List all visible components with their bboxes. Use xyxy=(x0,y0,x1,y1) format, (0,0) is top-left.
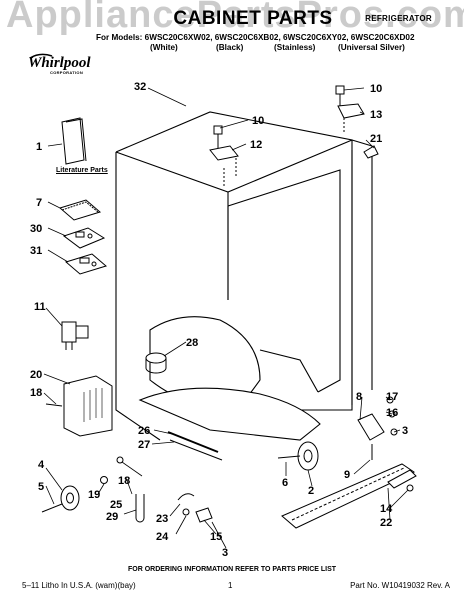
models-line: For Models: 6WSC20C6XW02, 6WSC20C6XB02, … xyxy=(96,33,415,42)
callout-5: 5 xyxy=(38,481,44,493)
part-11-valve-icon xyxy=(61,321,89,350)
callout-30: 30 xyxy=(30,223,42,235)
variant-universal-silver: (Universal Silver) xyxy=(338,43,405,52)
clip-21-icon xyxy=(363,145,379,159)
part-31-board-icon xyxy=(64,253,108,275)
watermark: AppliancePartsPros.com xyxy=(6,0,464,36)
page-title: CABINET PARTS xyxy=(173,8,333,29)
callout-10b: 10 xyxy=(370,83,382,95)
callout-9: 9 xyxy=(344,469,350,481)
screw-18-icon xyxy=(45,403,63,407)
bracket-29-icon xyxy=(135,494,145,523)
callout-22: 22 xyxy=(380,517,392,529)
part-number: Part No. W10419032 Rev. A xyxy=(350,581,450,590)
toe-grille-22-icon xyxy=(281,463,417,529)
callout-13: 13 xyxy=(370,109,382,121)
callout-28: 28 xyxy=(186,337,198,349)
nut-19-icon xyxy=(100,476,108,484)
callout-14: 14 xyxy=(380,503,393,515)
literature-parts-label: Literature Parts xyxy=(56,167,108,174)
callout-16: 16 xyxy=(386,407,398,419)
side-panel-20-icon xyxy=(63,375,113,437)
callout-4: 4 xyxy=(38,459,45,471)
callout-20: 20 xyxy=(30,369,42,381)
callout-12: 12 xyxy=(250,139,262,151)
callout-21: 21 xyxy=(370,133,382,145)
tube-26-27-icon xyxy=(167,431,223,461)
clip-15-icon xyxy=(195,507,213,523)
callout-8: 8 xyxy=(356,391,362,403)
callout-1: 1 xyxy=(36,141,42,153)
callout-29: 29 xyxy=(106,511,118,523)
callout-27: 27 xyxy=(138,439,150,451)
callout-numbers: 1 7 30 31 11 20 18 32 10 12 10 13 21 28 … xyxy=(30,81,408,559)
callout-6: 6 xyxy=(282,477,288,489)
top-hinge-12-icon xyxy=(209,125,239,188)
callout-26: 26 xyxy=(138,425,150,437)
screw-14-icon xyxy=(406,484,414,492)
screw-3-icon xyxy=(390,428,398,436)
brand-corporation: CORPORATION xyxy=(50,70,84,75)
callout-32: 32 xyxy=(134,81,146,93)
screw-6-icon xyxy=(277,455,301,459)
callout-31: 31 xyxy=(30,245,42,257)
litho-info: 5–11 Litho In U.S.A. (wam)(bay) xyxy=(22,581,136,590)
screw-5-icon xyxy=(41,503,63,513)
whirlpool-logo: Whirlpool CORPORATION xyxy=(28,55,91,75)
callout-25: 25 xyxy=(110,499,122,511)
part-7-pad-icon xyxy=(58,199,102,221)
variant-stainless: (Stainless) xyxy=(274,43,316,52)
callout-2: 2 xyxy=(308,485,314,497)
ordering-note: FOR ORDERING INFORMATION REFER TO PARTS … xyxy=(127,566,337,573)
nut-18-icon xyxy=(116,456,124,464)
part-28-cup-icon xyxy=(145,352,167,374)
top-hinge-13-icon xyxy=(335,85,365,132)
part-30-board-icon xyxy=(62,227,106,249)
screw-24-icon xyxy=(182,508,190,516)
brand-name: Whirlpool xyxy=(28,55,91,71)
callout-3a: 3 xyxy=(402,425,408,437)
callout-7: 7 xyxy=(36,197,42,209)
callout-10a: 10 xyxy=(252,115,264,127)
variant-white: (White) xyxy=(150,43,178,52)
callout-3b: 3 xyxy=(222,547,228,559)
callout-15: 15 xyxy=(210,531,222,543)
logo-swoosh-icon xyxy=(29,53,53,59)
literature-booklet-icon xyxy=(61,117,87,165)
callout-23: 23 xyxy=(156,513,168,525)
callout-19: 19 xyxy=(88,489,100,501)
roller-4-icon xyxy=(60,485,80,511)
variant-black: (Black) xyxy=(216,43,244,52)
bracket-8-icon xyxy=(357,396,396,441)
leader-lines xyxy=(43,87,409,549)
callout-18a: 18 xyxy=(30,387,42,399)
clip-23-icon xyxy=(177,493,195,501)
page-number: 1 xyxy=(228,581,233,590)
roller-2-icon xyxy=(297,441,319,471)
callout-18b: 18 xyxy=(118,475,130,487)
callout-24: 24 xyxy=(156,531,169,543)
callout-11: 11 xyxy=(34,301,46,313)
cabinet-body xyxy=(115,111,373,441)
category-label: REFRIGERATOR xyxy=(365,14,432,23)
callout-17: 17 xyxy=(386,391,398,403)
